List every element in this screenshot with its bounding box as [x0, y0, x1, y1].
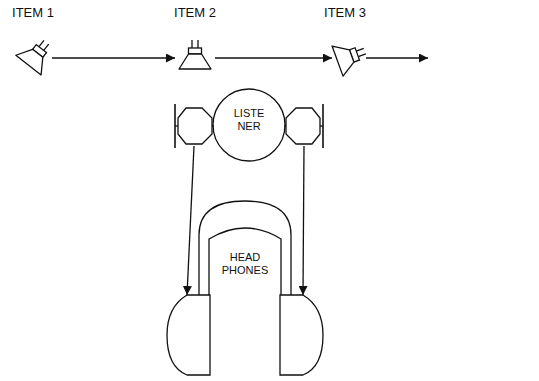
outgoing-arrow: [366, 57, 428, 58]
headphones: HEAD PHONES: [165, 195, 325, 377]
listener-head: LISTE NER: [172, 88, 326, 162]
node-label: ITEM 3: [314, 6, 376, 21]
item-node: ITEM 3: [314, 4, 376, 84]
speaker-icon: [179, 40, 211, 69]
headphones-outline: [165, 195, 325, 377]
arrow-connector: [303, 146, 304, 295]
node-label: ITEM 1: [2, 6, 64, 21]
item-node: ITEM 2: [164, 4, 226, 84]
arrow-connector: [215, 57, 332, 58]
arrow-connector: [52, 57, 175, 58]
item-node: ITEM 1: [2, 4, 64, 84]
node-label: LISTE NER: [227, 107, 271, 132]
node-label: HEAD PHONES: [217, 251, 273, 276]
speaker-icon: [16, 32, 59, 75]
node-label: ITEM 2: [164, 6, 226, 21]
arrow-connector: [187, 146, 194, 295]
speaker-icon: [332, 36, 370, 76]
